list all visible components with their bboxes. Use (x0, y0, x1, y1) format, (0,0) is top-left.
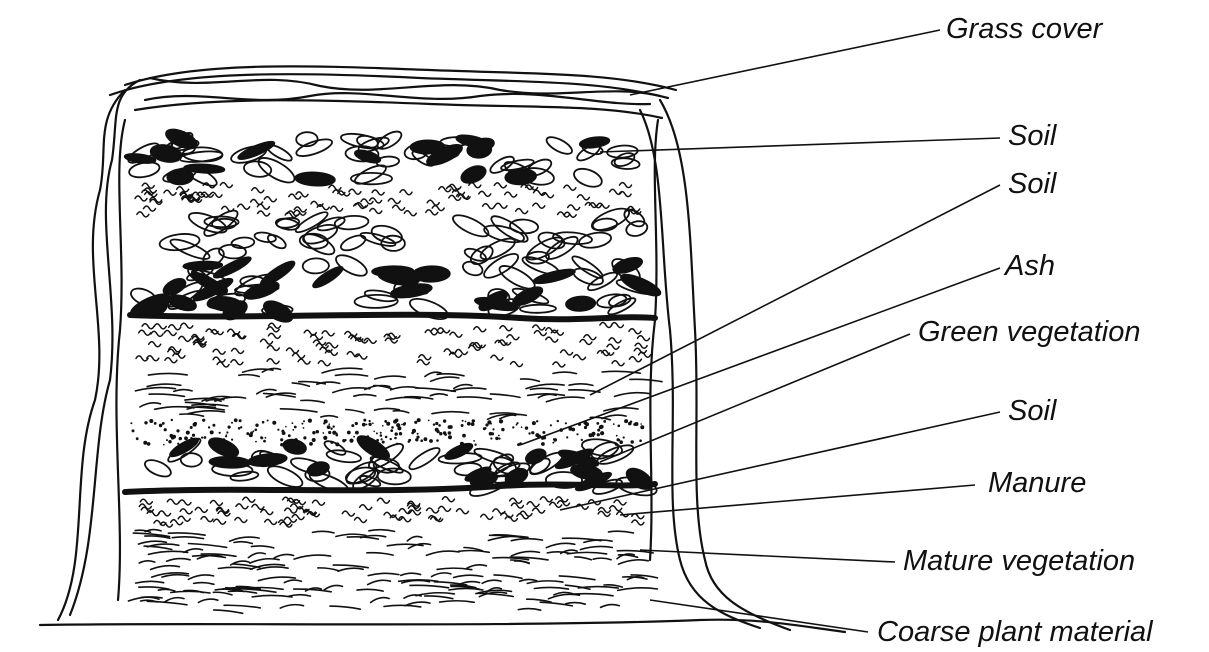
label-green-vegetation: Green vegetation (918, 318, 1140, 347)
label-coarse-plant-material: Coarse plant material (877, 618, 1153, 647)
label-manure: Manure (988, 469, 1086, 498)
label-soil-third: Soil (1008, 397, 1056, 426)
pointer-line (520, 268, 1000, 445)
label-grass-cover: Grass cover (946, 15, 1102, 44)
label-soil-top: Soil (1008, 122, 1056, 151)
pointer-line (560, 412, 1000, 510)
label-ash: Ash (1005, 252, 1055, 281)
pointer-line (600, 138, 1000, 152)
pointer-line (630, 30, 940, 95)
layer-textures (124, 126, 663, 614)
label-mature-vegetation: Mature vegetation (903, 547, 1135, 576)
label-soil-second: Soil (1008, 170, 1056, 199)
